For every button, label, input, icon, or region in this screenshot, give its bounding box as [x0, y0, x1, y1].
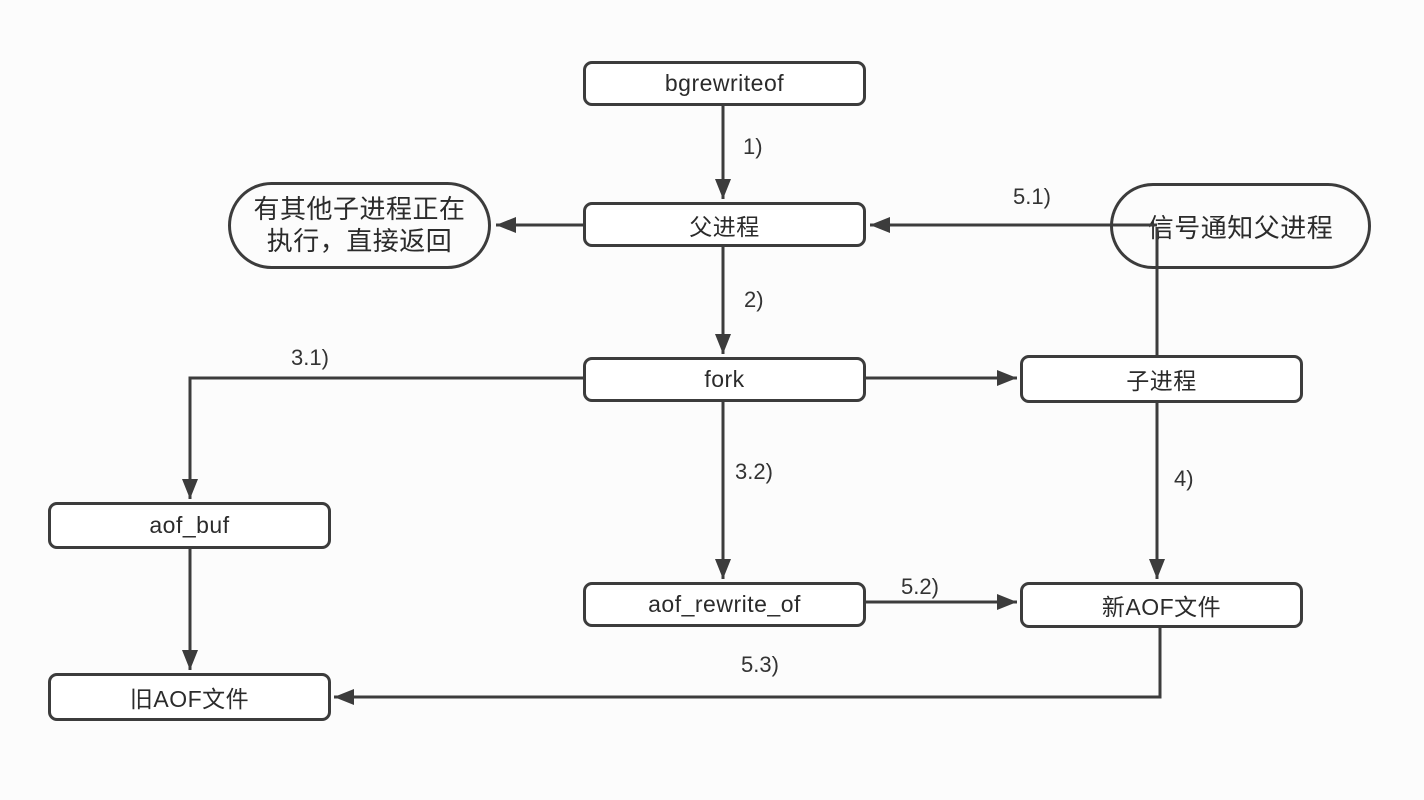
node-other-child-running-line2: 执行，直接返回 — [266, 225, 453, 256]
node-child-process: 子进程 — [1020, 355, 1303, 403]
node-new-aof-file: 新AOF文件 — [1020, 582, 1303, 628]
edge-label-step1: 1) — [743, 134, 763, 159]
node-other-child-running-line1: 有其他子进程正在 — [253, 194, 466, 225]
node-aof-rewrite-of-label: aof_rewrite_of — [648, 591, 801, 617]
node-bgrewriteof-label: bgrewriteof — [664, 70, 785, 96]
node-other-child-running: 有其他子进程正在 执行，直接返回 — [228, 182, 491, 269]
edge-label-step3-1: 3.1) — [291, 345, 329, 370]
node-aof-buf-label: aof_buf — [149, 512, 230, 538]
node-old-aof-file-label: 旧AOF文件 — [129, 686, 250, 712]
edge-label-step3-2: 3.2) — [735, 459, 773, 484]
node-aof-buf: aof_buf — [48, 502, 331, 549]
node-signal-notify-parent-label: 信号通知父进程 — [1147, 212, 1334, 243]
node-parent-process-label: 父进程 — [689, 213, 760, 240]
node-bgrewriteof: bgrewriteof — [583, 61, 866, 106]
node-old-aof-file: 旧AOF文件 — [48, 673, 331, 721]
node-fork: fork — [583, 357, 866, 402]
node-signal-notify-parent: 信号通知父进程 — [1110, 183, 1371, 269]
node-aof-rewrite-of: aof_rewrite_of — [583, 582, 866, 627]
node-child-process-label: 子进程 — [1126, 368, 1197, 394]
edge-label-step4: 4) — [1174, 466, 1194, 491]
edge-label-step5-3: 5.3) — [741, 652, 779, 677]
node-parent-process: 父进程 — [583, 202, 866, 247]
edge-label-step5-1: 5.1) — [1013, 184, 1051, 209]
edge-label-step5-2: 5.2) — [901, 574, 939, 599]
edge-fork-to-aof-buf — [182, 376, 583, 499]
node-fork-label: fork — [704, 366, 745, 392]
edge-label-step2: 2) — [744, 287, 764, 312]
node-other-child-running-label: 有其他子进程正在 执行，直接返回 — [253, 194, 465, 256]
node-new-aof-file-label: 新AOF文件 — [1101, 594, 1222, 620]
